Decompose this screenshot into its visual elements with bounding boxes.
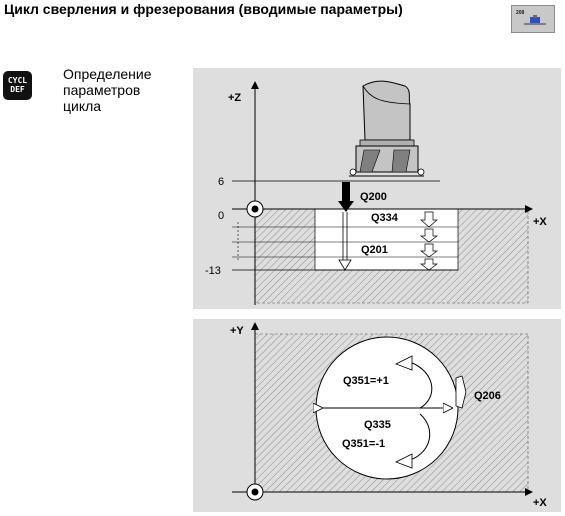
description-line-2: параметров bbox=[63, 82, 141, 98]
top-view-panel: +Y +X Q335 Q351=+1 Q351=-1 Q206 bbox=[193, 319, 561, 512]
q334-step-arrows bbox=[419, 211, 439, 271]
y-axis-label: +Y bbox=[230, 325, 244, 337]
page-title: Цикл сверления и фрезерования (вводимые … bbox=[4, 1, 403, 17]
q351-upcut-label: Q351=-1 bbox=[342, 438, 385, 450]
q335-label: Q335 bbox=[364, 419, 391, 431]
description-line-1: Определение bbox=[63, 66, 152, 82]
coord-6-label: 6 bbox=[218, 176, 224, 188]
climb-direction-arc bbox=[409, 361, 433, 409]
q201-label: Q201 bbox=[361, 244, 388, 256]
milling-cutter-icon bbox=[349, 80, 425, 177]
q334-label: Q334 bbox=[371, 212, 399, 224]
q351-climb-label: Q351=+1 bbox=[343, 375, 389, 387]
q200-arrow-head bbox=[338, 201, 354, 212]
upcut-direction-arc bbox=[409, 413, 431, 461]
datum-origin-top-icon bbox=[246, 483, 264, 501]
side-view-panel: +Z +X 6 0 -13 bbox=[193, 68, 561, 309]
cycl-key-line2: DEF bbox=[10, 85, 25, 94]
cycle-description: Определение параметров цикла bbox=[63, 66, 183, 114]
x-axis-label: +X bbox=[533, 216, 547, 228]
coord-0-label: 0 bbox=[218, 210, 224, 222]
cycl-def-key-icon: CYCL DEF bbox=[3, 71, 32, 100]
q200-arrow-shaft bbox=[342, 182, 350, 202]
feed-arrow-icon bbox=[455, 375, 467, 409]
cycle-number: 208 bbox=[516, 10, 525, 16]
q206-label: Q206 bbox=[474, 390, 501, 402]
description-line-3: цикла bbox=[63, 98, 102, 114]
z-axis-label: +Z bbox=[228, 92, 241, 104]
coord-minus13-label: -13 bbox=[205, 265, 221, 277]
x-axis-top-label: +X bbox=[533, 497, 547, 509]
q200-label: Q200 bbox=[360, 191, 387, 203]
cycle-208-icon: 208 bbox=[511, 5, 555, 33]
datum-origin-icon bbox=[246, 200, 264, 218]
cycl-key-line1: CYCL bbox=[7, 76, 28, 85]
